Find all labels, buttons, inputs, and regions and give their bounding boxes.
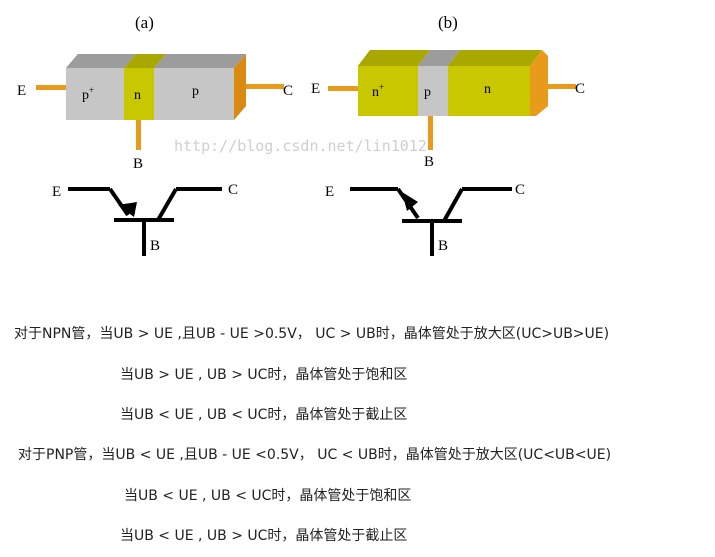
- region-p-b: [418, 66, 448, 116]
- pnp-amplification-note: 对于PNP管，当UB < UE ,且UB - UE <0.5V， UC < UB…: [18, 447, 612, 463]
- region-label-n-plus: n+: [372, 82, 384, 100]
- region-n-top-a: [124, 54, 166, 68]
- pnp-cutoff-note: 当UB < UE , UB > UC时，晶体管处于截止区: [120, 528, 408, 544]
- npn-symbol-label-c: C: [228, 182, 238, 198]
- terminal-label-b-b: B: [424, 154, 434, 170]
- terminal-label-e-a: E: [17, 83, 26, 99]
- region-label-p-plus: p+: [82, 85, 94, 103]
- pnp-symbol-label-e: E: [325, 184, 334, 200]
- region-p-top: [154, 54, 246, 68]
- pnp-arrow-icon: [402, 192, 418, 211]
- watermark: http://blog.csdn.net/lin1012: [174, 137, 427, 155]
- npn-symbol-label-e: E: [52, 184, 61, 200]
- npn-amplification-note: 对于NPN管，当UB > UE ,且UB - UE >0.5V， UC > UB…: [14, 326, 610, 342]
- base-lead-a: [136, 118, 141, 150]
- npn-collector-diagonal: [156, 187, 178, 222]
- region-label-n-a: n: [134, 88, 141, 103]
- collector-lead-b: [540, 84, 576, 89]
- region-p-top-b: [418, 50, 460, 66]
- pnp-collector-diagonal: [442, 188, 464, 222]
- pnp-saturation-note: 当UB < UE , UB < UC时，晶体管处于饱和区: [124, 488, 412, 504]
- end-cap-right-b: [530, 50, 548, 116]
- caption-b: (b): [438, 13, 458, 32]
- region-label-p-b: p: [424, 85, 431, 100]
- panel-a: (a) p+ n p E C B: [17, 13, 293, 172]
- region-label-n-b: n: [484, 82, 491, 97]
- pnp-symbol-label-b: B: [438, 238, 448, 254]
- region-n-a: [124, 68, 154, 120]
- npn-arrow-icon: [118, 202, 137, 217]
- region-label-p: p: [192, 84, 199, 99]
- emitter-lead-b: [328, 86, 362, 91]
- terminal-label-c-a: C: [283, 83, 293, 99]
- region-p-plus: [66, 68, 124, 120]
- npn-emitter-diagonal: [108, 187, 130, 217]
- collector-lead-a: [240, 84, 284, 89]
- pnp-symbol-label-c: C: [515, 182, 525, 198]
- region-p-plus-top: [66, 54, 136, 68]
- pnp-symbol: [350, 187, 512, 256]
- npn-symbol: [68, 187, 222, 256]
- npn-cutoff-note: 当UB < UE , UB < UC时，晶体管处于截止区: [120, 407, 408, 423]
- npn-saturation-note: 当UB > UE , UB > UC时，晶体管处于饱和区: [120, 367, 408, 383]
- region-n-plus: [358, 66, 418, 116]
- region-n-plus-top: [358, 50, 430, 66]
- transistor-diagram: (a) p+ n p E C B (b): [17, 13, 585, 256]
- emitter-lead-a: [36, 85, 72, 90]
- panel-b: (b) n+ p n E C B: [311, 13, 585, 170]
- region-n-top-b: [448, 50, 542, 66]
- region-n-b: [448, 66, 530, 116]
- npn-symbol-label-b: B: [150, 238, 160, 254]
- caption-a: (a): [135, 13, 154, 32]
- region-p: [154, 68, 234, 120]
- terminal-label-b-a: B: [133, 156, 143, 172]
- terminal-label-e-b: E: [311, 81, 320, 97]
- base-lead-b: [428, 114, 433, 150]
- end-cap-right-a: [234, 54, 246, 120]
- terminal-label-c-b: C: [575, 81, 585, 97]
